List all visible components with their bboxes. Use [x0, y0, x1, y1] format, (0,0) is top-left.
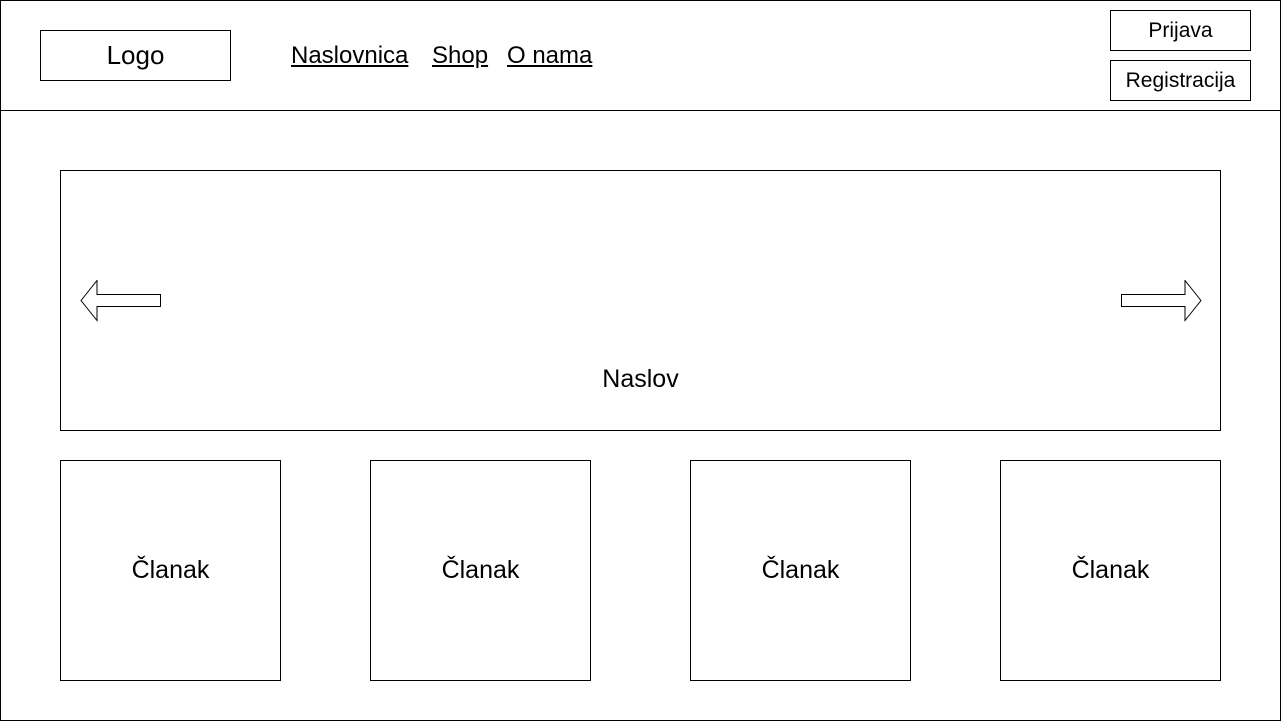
- arrow-left-icon[interactable]: [80, 280, 162, 322]
- article-card[interactable]: Članak: [370, 460, 591, 681]
- article-card[interactable]: Članak: [60, 460, 281, 681]
- register-button[interactable]: Registracija: [1110, 60, 1251, 101]
- nav-link-home[interactable]: Naslovnica: [291, 42, 409, 69]
- article-card[interactable]: Članak: [690, 460, 911, 681]
- arrow-right-icon[interactable]: [1120, 280, 1202, 322]
- hero-slider: Naslov: [60, 170, 1221, 431]
- login-button[interactable]: Prijava: [1110, 10, 1251, 51]
- nav-link-about[interactable]: O nama: [507, 42, 593, 69]
- header-divider: [0, 110, 1281, 111]
- article-card[interactable]: Članak: [1000, 460, 1221, 681]
- slider-title: Naslov: [602, 365, 679, 393]
- logo[interactable]: Logo: [40, 30, 231, 81]
- nav-link-shop[interactable]: Shop: [432, 42, 489, 69]
